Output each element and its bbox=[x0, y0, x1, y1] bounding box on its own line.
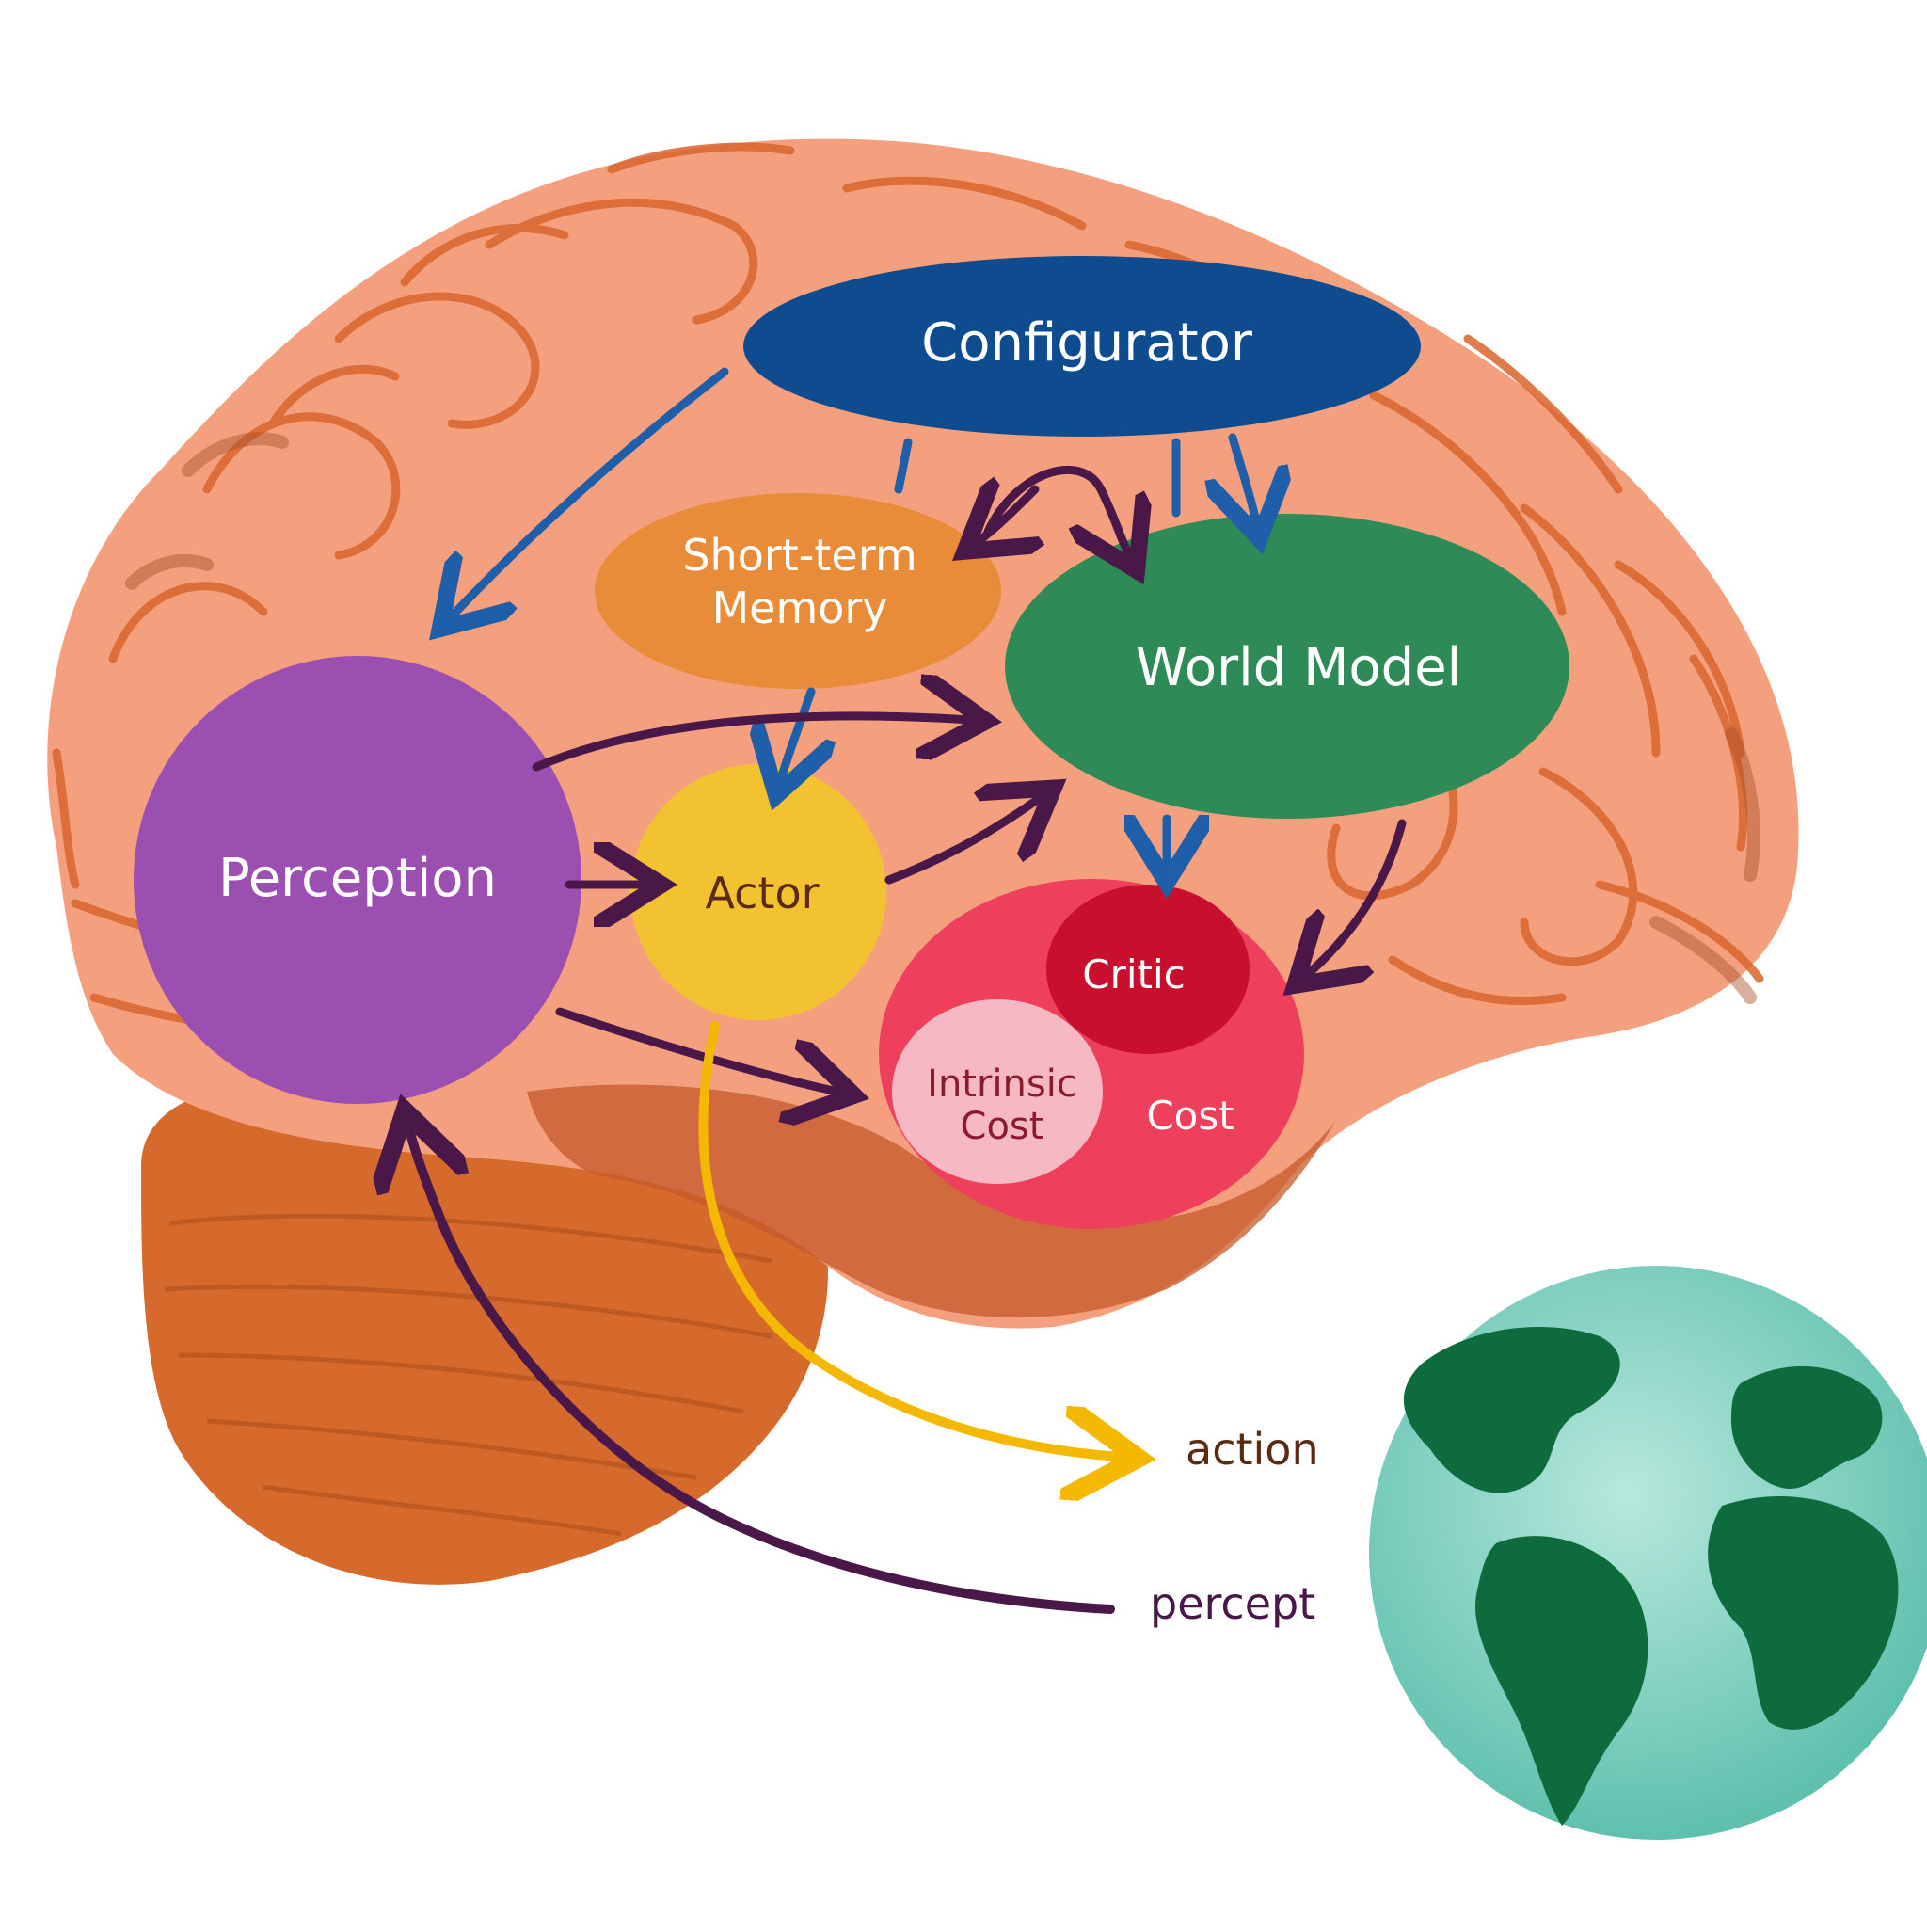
arrow-configurator-to-world-model bbox=[1233, 433, 1256, 522]
arrow-memory-to-actor bbox=[781, 687, 811, 779]
arrow-configurator-to-perception bbox=[452, 367, 729, 616]
critic-label: Critic bbox=[1082, 951, 1186, 998]
arrow-configurator-to-memory bbox=[894, 438, 913, 494]
arrow-world-model-to-cost-right bbox=[1308, 819, 1407, 974]
actor-node bbox=[630, 764, 886, 1020]
temporal-lobe-shade bbox=[527, 1084, 1336, 1317]
perception-label: Perception bbox=[218, 848, 497, 909]
action-label: action bbox=[1186, 1424, 1319, 1475]
percept-label: percept bbox=[1150, 1578, 1315, 1629]
critic-node bbox=[1046, 885, 1250, 1054]
short-term-memory-label-line1: Short-term bbox=[682, 530, 916, 581]
intrinsic-cost-label-line1: Intrinsic bbox=[927, 1062, 1077, 1106]
globe-icon bbox=[1369, 1266, 1927, 1840]
connection-arrows bbox=[409, 367, 1407, 1614]
world-model-node bbox=[1005, 514, 1569, 819]
perception-node bbox=[134, 656, 581, 1104]
arrow-actor-to-world-model bbox=[884, 798, 1040, 885]
arrow-percept-to-perception bbox=[409, 1129, 1115, 1614]
arrow-perception-to-world-model bbox=[532, 716, 969, 772]
arrow-world-model-to-memory bbox=[979, 489, 1035, 541]
arrow-actor-to-action bbox=[698, 1021, 1120, 1457]
intrinsic-cost-label-line2: Cost bbox=[961, 1105, 1044, 1148]
configurator-node bbox=[743, 256, 1421, 437]
cerebellum-folds bbox=[164, 1213, 772, 1537]
short-term-memory-node bbox=[595, 493, 1001, 689]
cerebellum bbox=[141, 1079, 828, 1585]
cost-label: Cost bbox=[1146, 1093, 1234, 1139]
brain-shadow-strokes bbox=[125, 432, 1760, 1004]
short-term-memory-label-line2: Memory bbox=[711, 583, 887, 633]
arrow-perception-to-cost bbox=[555, 1007, 837, 1092]
configurator-label: Configurator bbox=[921, 312, 1253, 374]
world-model-label: World Model bbox=[1136, 637, 1461, 698]
actor-label: Actor bbox=[705, 868, 819, 918]
intrinsic-cost-node bbox=[892, 999, 1103, 1184]
